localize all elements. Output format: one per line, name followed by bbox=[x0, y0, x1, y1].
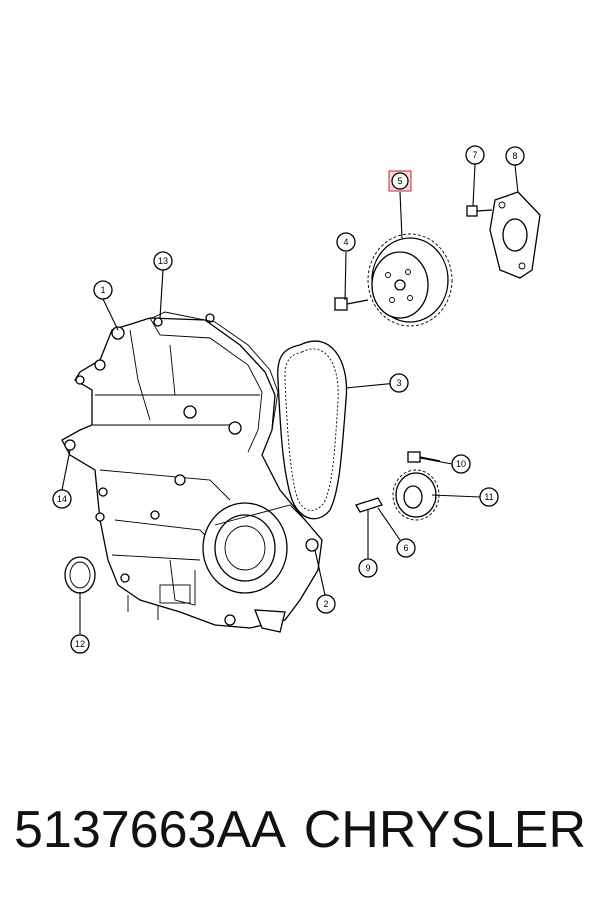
svg-text:2: 2 bbox=[323, 599, 328, 609]
brand-name: CHRYSLER bbox=[303, 801, 586, 859]
callout-2[interactable]: 2 bbox=[316, 594, 336, 614]
svg-text:14: 14 bbox=[57, 494, 67, 504]
callout-10[interactable]: 10 bbox=[451, 454, 471, 474]
callout-13[interactable]: 13 bbox=[153, 251, 173, 271]
callout-11[interactable]: 11 bbox=[479, 487, 499, 507]
svg-text:13: 13 bbox=[158, 256, 168, 266]
thrust-plate bbox=[489, 191, 541, 279]
exploded-parts-diagram: 1 2 3 4 5 6 7 8 9 10 11 12 13 14 bbox=[52, 145, 541, 654]
timing-chain bbox=[277, 340, 348, 520]
footer: 5137663AA CHRYSLER bbox=[0, 790, 600, 870]
camshaft-sprocket bbox=[367, 233, 453, 327]
svg-text:6: 6 bbox=[403, 543, 408, 553]
svg-text:8: 8 bbox=[512, 151, 517, 161]
callout-7[interactable]: 7 bbox=[465, 145, 485, 165]
crank-seal bbox=[64, 556, 96, 594]
svg-text:1: 1 bbox=[100, 285, 105, 295]
callout-12[interactable]: 12 bbox=[70, 634, 90, 654]
callout-9[interactable]: 9 bbox=[358, 558, 378, 578]
svg-text:5: 5 bbox=[397, 176, 402, 186]
thrust-plate-bolt bbox=[466, 205, 493, 217]
svg-text:4: 4 bbox=[343, 237, 348, 247]
timing-cover bbox=[61, 313, 323, 633]
svg-text:10: 10 bbox=[456, 459, 466, 469]
svg-text:3: 3 bbox=[396, 378, 401, 388]
svg-text:12: 12 bbox=[75, 639, 85, 649]
svg-text:11: 11 bbox=[484, 492, 493, 502]
sprocket-bolt bbox=[334, 297, 369, 311]
callout-3[interactable]: 3 bbox=[389, 373, 409, 393]
callout-14[interactable]: 14 bbox=[52, 489, 72, 509]
callout-8[interactable]: 8 bbox=[505, 146, 525, 166]
callout-5-highlighted[interactable]: 5 bbox=[388, 170, 412, 192]
crank-bolt bbox=[407, 451, 441, 463]
svg-text:7: 7 bbox=[472, 150, 477, 160]
callout-1[interactable]: 1 bbox=[93, 280, 113, 300]
callout-6[interactable]: 6 bbox=[396, 538, 416, 558]
part-number: 5137663AA bbox=[14, 801, 286, 859]
callout-4[interactable]: 4 bbox=[336, 232, 356, 252]
woodruff-key bbox=[355, 497, 383, 513]
leader-lines bbox=[61, 163, 519, 635]
svg-text:9: 9 bbox=[365, 563, 370, 573]
